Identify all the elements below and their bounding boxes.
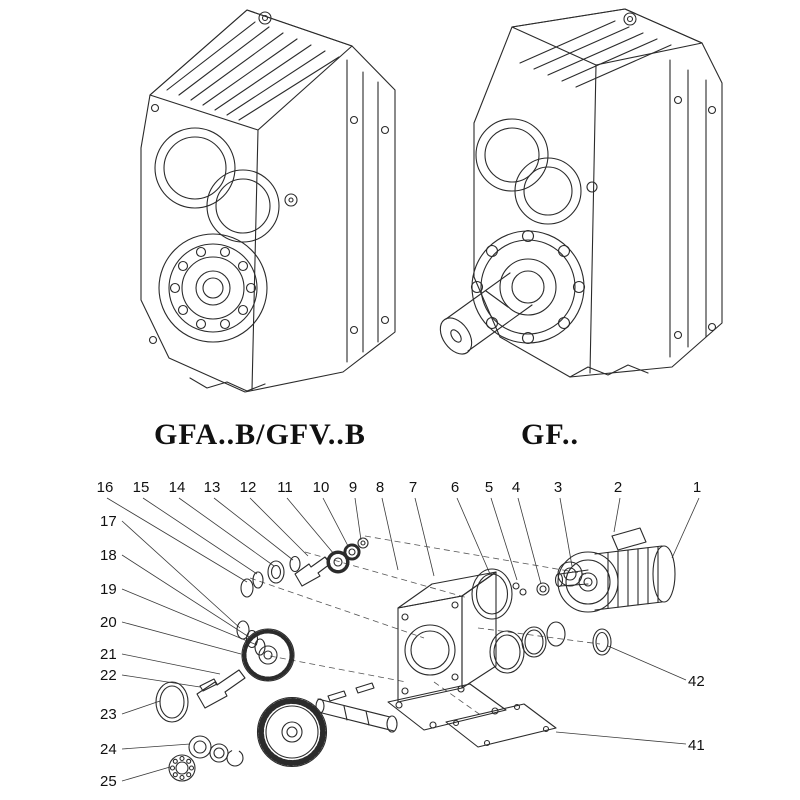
cooling-fins — [519, 20, 672, 88]
callout-22: 22 — [100, 667, 117, 684]
callout-8: 8 — [376, 479, 384, 496]
callout-11: 11 — [277, 479, 293, 496]
cooling-fins — [166, 21, 340, 121]
callout-6: 6 — [451, 479, 459, 496]
callout-16: 16 — [97, 479, 114, 496]
leader-lines — [106, 497, 700, 782]
callout-14: 14 — [169, 479, 186, 496]
callout-17: 17 — [100, 513, 117, 530]
callout-20: 20 — [100, 614, 117, 631]
callout-5: 5 — [485, 479, 493, 496]
large-retaining-ring — [155, 681, 189, 723]
gear-bosses — [475, 118, 598, 225]
small-gears — [326, 537, 369, 574]
callout-1: 1 — [693, 479, 701, 496]
callout-12: 12 — [240, 479, 257, 496]
intermediate-shaft — [196, 669, 246, 709]
callout-numbers: 16 15 14 13 12 11 10 9 8 7 6 5 4 3 2 1 1… — [97, 479, 705, 790]
callout-19: 19 — [100, 581, 117, 598]
callout-10: 10 — [313, 479, 330, 496]
intermediate-gear — [241, 628, 295, 682]
lifting-eye — [623, 12, 637, 26]
washer-circlip-cluster — [188, 735, 244, 767]
output-shaft — [315, 682, 398, 733]
callout-42: 42 — [688, 673, 705, 690]
gear-bosses — [154, 127, 298, 243]
gasket — [445, 703, 557, 748]
output-gear — [256, 696, 328, 768]
callout-7: 7 — [409, 479, 417, 496]
callout-3: 3 — [554, 479, 562, 496]
side-panels — [669, 59, 717, 358]
gearbox-drawing-gf — [439, 8, 723, 378]
callout-18: 18 — [100, 547, 117, 564]
output-shaft — [439, 272, 533, 355]
callout-15: 15 — [133, 479, 150, 496]
gearbox-drawing-gfab — [140, 9, 396, 393]
callout-41: 41 — [688, 737, 705, 754]
callout-13: 13 — [204, 479, 221, 496]
seal-rings — [489, 621, 612, 674]
callout-23: 23 — [100, 706, 117, 723]
motor — [554, 527, 676, 613]
exploded-view-diagram: 16 15 14 13 12 11 10 9 8 7 6 5 4 3 2 1 1… — [97, 479, 705, 790]
callout-24: 24 — [100, 741, 117, 758]
bearing-boss — [158, 233, 268, 343]
ball-bearing — [168, 754, 196, 782]
callout-9: 9 — [349, 479, 357, 496]
output-flange — [470, 229, 586, 345]
model-label-gfab: GFA..B/GFV..B — [154, 418, 366, 451]
mounting-feet — [569, 364, 649, 378]
housing — [387, 571, 507, 731]
callout-21: 21 — [100, 646, 117, 663]
callout-25: 25 — [100, 773, 117, 790]
housing-outline — [140, 9, 396, 393]
lifting-eye — [258, 11, 272, 25]
small-rings-input-shaft — [240, 555, 301, 598]
side-panels — [148, 59, 390, 363]
callout-2: 2 — [614, 479, 622, 496]
model-label-gf: GF.. — [521, 418, 579, 451]
mounting-feet — [189, 377, 266, 392]
housing-outline — [473, 8, 723, 378]
callout-4: 4 — [512, 479, 520, 496]
